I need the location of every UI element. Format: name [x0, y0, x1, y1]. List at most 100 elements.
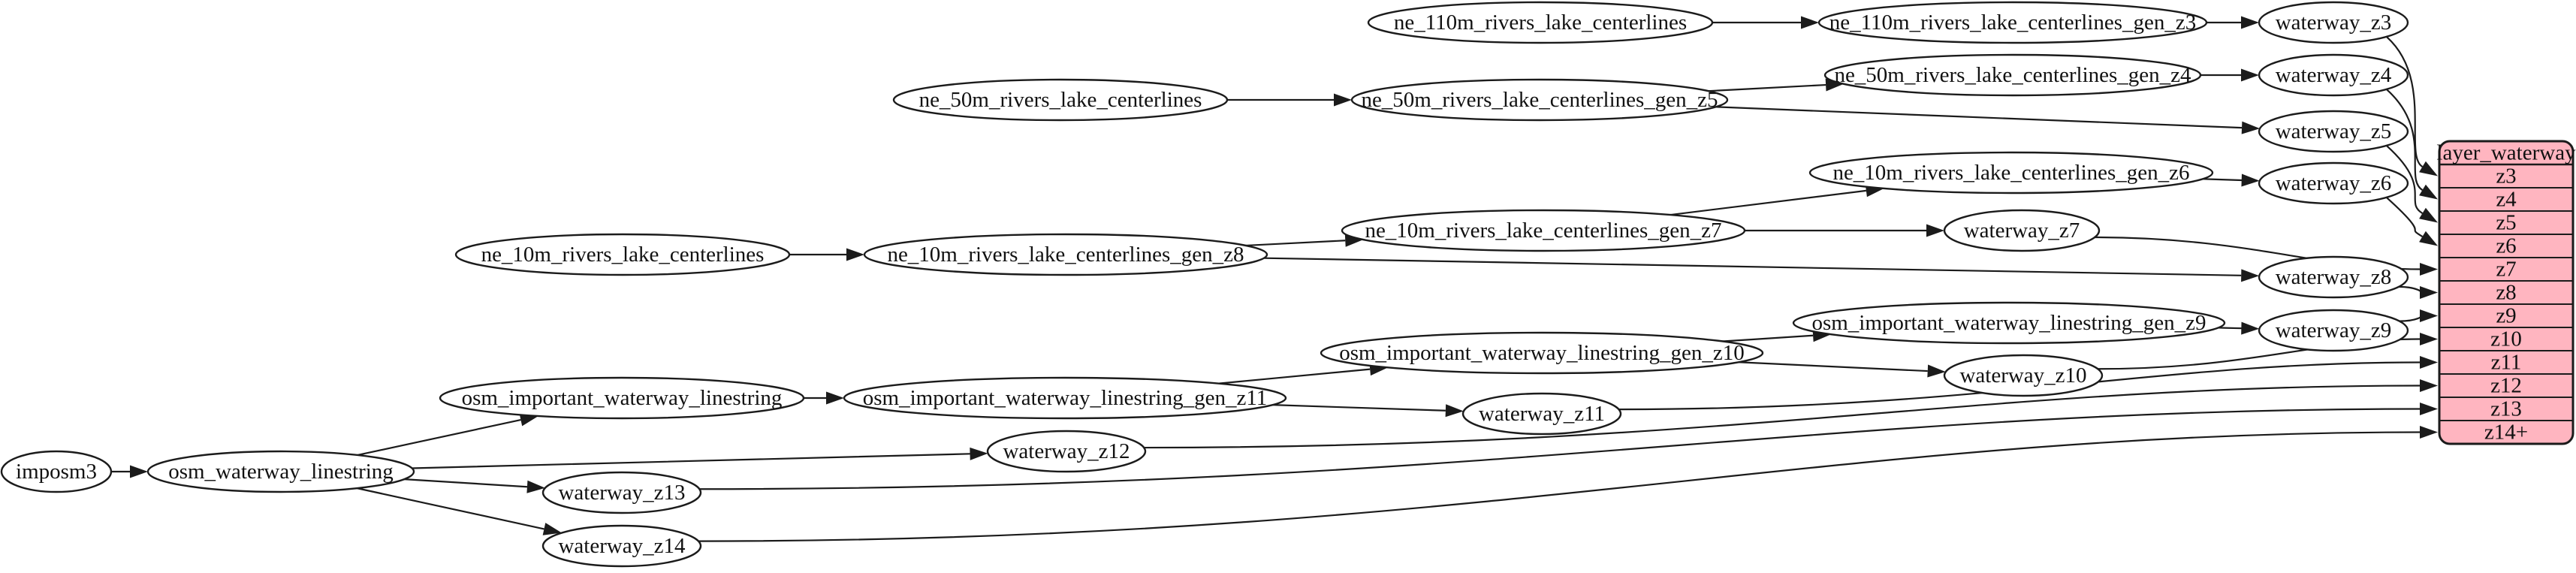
edge-ne_50m_rivers_lake_centerlines_gen_z4-waterway_z4-arrowhead — [2241, 68, 2259, 82]
edge-ne_50m_rivers_lake_centerlines-ne_50m_rivers_lake_centerlines_gen_z5-arrowhead — [1334, 93, 1352, 107]
edge-ne_10m_rivers_lake_centerlines-ne_10m_rivers_lake_centerlines_gen_z8-arrowhead — [846, 248, 864, 261]
layer-waterway-table: layer_waterwayz3z4z5z6z7z8z9z10z11z12z13… — [2436, 140, 2576, 445]
node-ne_50m_rivers_lake_centerlines_gen_z5-shape — [1350, 78, 1729, 122]
edge-waterway_z6-layer-z6-arrowhead — [2419, 231, 2438, 246]
node-ne_110m_rivers_lake_centerlines_gen_z3-shape — [1817, 1, 2208, 44]
table-row-z3: z3 — [2496, 164, 2516, 188]
node-ne_110m_rivers_lake_centerlines-label: ne_110m_rivers_lake_centerlines — [1394, 11, 1687, 35]
edge-ne_50m_rivers_lake_centerlines_gen_z5-ne_50m_rivers_lake_centerlines_gen_z4 — [1708, 83, 1826, 92]
edge-ne_10m_rivers_lake_centerlines_gen_z8-ne_10m_rivers_lake_centerlines_gen_z7-arrowhead — [1344, 234, 1364, 247]
node-ne_10m_rivers_lake_centerlines-label: ne_10m_rivers_lake_centerlines — [481, 243, 765, 267]
edge-osm_important_waterway_linestring_gen_z10-waterway_z10 — [1738, 361, 1928, 372]
node-waterway_z3-label: waterway_z3 — [2276, 11, 2392, 35]
node-osm_important_waterway_linestring: osm_important_waterway_linestring — [439, 376, 805, 420]
node-waterway_z10-label: waterway_z10 — [1959, 363, 2086, 388]
table-row-z4: z4 — [2496, 188, 2517, 212]
edge-waterway_z4-layer-z4 — [2386, 89, 2424, 191]
node-waterway_z8-label: waterway_z8 — [2276, 265, 2392, 289]
node-imposm3: imposm3 — [0, 450, 113, 493]
edge-imposm3-osm_waterway_linestring-arrowhead — [130, 465, 148, 478]
node-ne_50m_rivers_lake_centerlines: ne_50m_rivers_lake_centerlines — [892, 78, 1229, 122]
table-row-z6: z6 — [2496, 234, 2516, 258]
node-waterway_z9-shape — [2258, 309, 2409, 352]
edge-ne_110m_rivers_lake_centerlines-ne_110m_rivers_lake_centerlines_gen_z3-arrowhead — [1801, 16, 1819, 29]
table-row-z11: z11 — [2491, 351, 2522, 375]
node-ne_10m_rivers_lake_centerlines_gen_z8: ne_10m_rivers_lake_centerlines_gen_z8 — [863, 233, 1268, 276]
node-osm_waterway_linestring-shape — [146, 450, 415, 493]
node-ne_10m_rivers_lake_centerlines_gen_z7: ne_10m_rivers_lake_centerlines_gen_z7 — [1341, 209, 1746, 252]
node-ne_110m_rivers_lake_centerlines_gen_z3-label: ne_110m_rivers_lake_centerlines_gen_z3 — [1829, 11, 2197, 35]
edge-waterway_z3-layer-z3 — [2386, 36, 2424, 167]
node-osm_waterway_linestring-label: osm_waterway_linestring — [168, 460, 394, 484]
node-osm_important_waterway_linestring_gen_z11-shape — [843, 376, 1287, 420]
node-waterway_z10: waterway_z10 — [1943, 354, 2104, 397]
table-row-z5: z5 — [2496, 211, 2516, 235]
edge-osm_waterway_linestring-waterway_z12-arrowhead — [970, 447, 988, 460]
edge-waterway_z8-layer-z8 — [2399, 285, 2422, 294]
node-waterway_z7: waterway_z7 — [1943, 209, 2101, 252]
node-imposm3-shape — [0, 450, 113, 493]
node-ne_50m_rivers_lake_centerlines_gen_z5: ne_50m_rivers_lake_centerlines_gen_z5 — [1350, 78, 1729, 122]
edge-waterway_z14-layer-z14+-arrowhead — [2420, 426, 2438, 439]
edge-waterway_z13-layer-z13-arrowhead — [2420, 403, 2438, 415]
edge-waterway_z9-layer-z9-arrowhead — [2420, 309, 2438, 322]
node-ne_10m_rivers_lake_centerlines-shape — [454, 233, 791, 276]
node-waterway_z14: waterway_z14 — [541, 524, 702, 568]
node-waterway_z8: waterway_z8 — [2258, 255, 2409, 299]
edge-waterway_z8-layer-z8-arrowhead — [2420, 286, 2438, 299]
edge-waterway_z9-layer-z9 — [2400, 315, 2422, 322]
edge-ne_10m_rivers_lake_centerlines_gen_z6-waterway_z6 — [2202, 178, 2243, 182]
node-waterway_z10-shape — [1943, 354, 2104, 397]
node-imposm3-label: imposm3 — [16, 460, 97, 484]
node-ne_110m_rivers_lake_centerlines_gen_z3: ne_110m_rivers_lake_centerlines_gen_z3 — [1817, 1, 2208, 44]
edge-ne_10m_rivers_lake_centerlines_gen_z8-waterway_z8 — [1263, 257, 2242, 276]
edge-osm_waterway_linestring-waterway_z14-arrowhead — [542, 523, 562, 535]
edge-osm_important_waterway_linestring_gen_z11-osm_important_waterway_linestring_gen_z10 — [1218, 368, 1371, 385]
edge-ne_50m_rivers_lake_centerlines_gen_z5-ne_50m_rivers_lake_centerlines_gen_z4-arrowhead — [1825, 78, 1845, 92]
edge-osm_important_waterway_linestring_gen_z9-waterway_z9-arrowhead — [2241, 321, 2260, 335]
node-ne_10m_rivers_lake_centerlines_gen_z8-shape — [863, 233, 1268, 276]
table-row-z14+: z14+ — [2484, 421, 2528, 445]
edge-osm_waterway_linestring-osm_important_waterway_linestring — [357, 418, 521, 457]
node-osm_important_waterway_linestring-shape — [439, 376, 805, 420]
node-osm_important_waterway_linestring_gen_z10-label: osm_important_waterway_linestring_gen_z1… — [1339, 341, 1745, 365]
edge-osm_important_waterway_linestring_gen_z10-osm_important_waterway_linestring_gen_z9 — [1722, 334, 1814, 342]
edge-osm_important_waterway_linestring_gen_z11-waterway_z11 — [1272, 404, 1446, 412]
node-ne_10m_rivers_lake_centerlines_gen_z8-label: ne_10m_rivers_lake_centerlines_gen_z8 — [887, 243, 1244, 267]
edge-ne_10m_rivers_lake_centerlines_gen_z8-waterway_z8-arrowhead — [2241, 269, 2260, 282]
node-waterway_z12: waterway_z12 — [986, 430, 1147, 473]
layer-waterway-table-frame — [2438, 140, 2574, 445]
node-waterway_z5-shape — [2258, 110, 2409, 153]
node-osm_important_waterway_linestring-label: osm_important_waterway_linestring — [462, 386, 783, 410]
node-waterway_z8-shape — [2258, 255, 2409, 299]
table-row-z13: z13 — [2490, 397, 2522, 421]
node-waterway_z11-shape — [1461, 392, 1622, 436]
node-ne_50m_rivers_lake_centerlines_gen_z4: ne_50m_rivers_lake_centerlines_gen_z4 — [1823, 53, 2202, 97]
node-waterway_z14-label: waterway_z14 — [558, 534, 686, 558]
node-ne_110m_rivers_lake_centerlines: ne_110m_rivers_lake_centerlines — [1367, 1, 1714, 44]
node-waterway_z9: waterway_z9 — [2258, 309, 2409, 352]
node-waterway_z5-label: waterway_z5 — [2276, 119, 2392, 143]
edge-ne_10m_rivers_lake_centerlines_gen_z8-ne_10m_rivers_lake_centerlines_gen_z7 — [1245, 240, 1346, 247]
edge-ne_110m_rivers_lake_centerlines_gen_z3-waterway_z3-arrowhead — [2241, 16, 2259, 29]
edge-osm_waterway_linestring-waterway_z13-arrowhead — [526, 480, 545, 493]
node-waterway_z11-label: waterway_z11 — [1479, 402, 1605, 426]
edge-ne_50m_rivers_lake_centerlines_gen_z5-waterway_z5-arrowhead — [2241, 121, 2261, 134]
node-waterway_z4-shape — [2258, 53, 2409, 97]
node-waterway_z4: waterway_z4 — [2258, 53, 2409, 97]
edge-ne_50m_rivers_lake_centerlines_gen_z5-waterway_z5 — [1715, 106, 2243, 129]
edge-osm_important_waterway_linestring_gen_z10-waterway_z10-arrowhead — [1927, 364, 1946, 378]
node-osm_important_waterway_linestring_gen_z11: osm_important_waterway_linestring_gen_z1… — [843, 376, 1287, 420]
edge-waterway_z12-layer-z12 — [1144, 385, 2421, 449]
node-osm_important_waterway_linestring_gen_z10-shape — [1320, 331, 1764, 375]
edge-ne_10m_rivers_lake_centerlines_gen_z7-waterway_z7-arrowhead — [1926, 224, 1944, 237]
node-waterway_z12-label: waterway_z12 — [1003, 439, 1130, 463]
edge-waterway_z10-layer-z10-arrowhead — [2420, 333, 2438, 345]
node-waterway_z6-label: waterway_z6 — [2276, 171, 2392, 195]
node-waterway_z4-label: waterway_z4 — [2276, 63, 2392, 87]
table-row-z12: z12 — [2490, 374, 2522, 398]
edge-osm_important_waterway_linestring_gen_z11-waterway_z11-arrowhead — [1445, 404, 1464, 418]
edge-osm_waterway_linestring-waterway_z12 — [412, 453, 970, 469]
